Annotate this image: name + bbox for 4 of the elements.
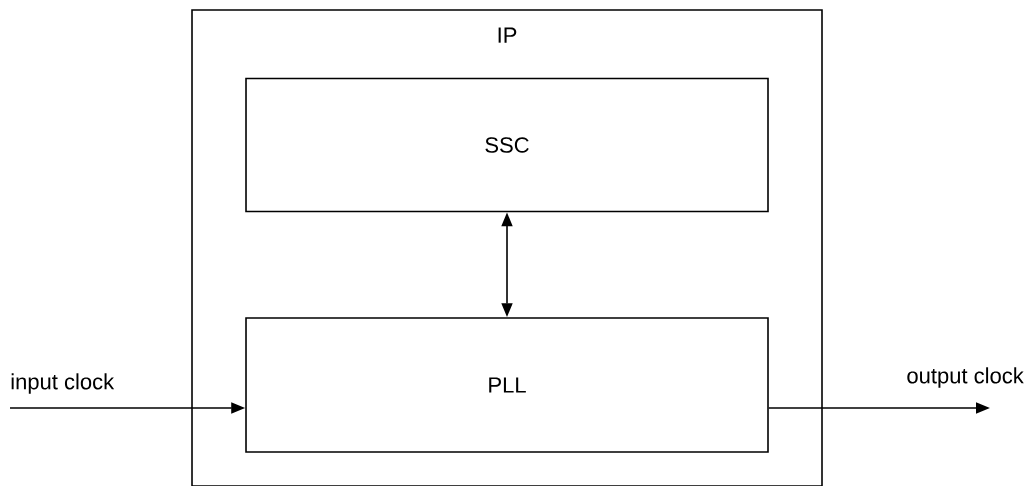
edge-label: input clock	[11, 373, 115, 394]
block-box: SSC	[245, 77, 769, 213]
edge-label: output clock	[907, 367, 1024, 388]
block-box: PLL	[245, 317, 769, 453]
